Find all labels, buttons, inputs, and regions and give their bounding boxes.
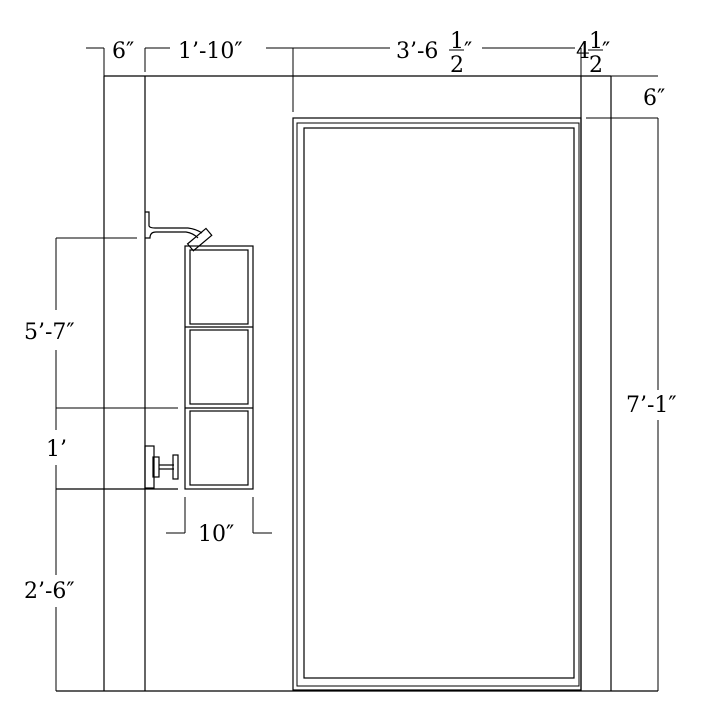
wall-outline xyxy=(56,75,658,692)
dim-left-panel: 1’-10″ xyxy=(178,39,243,64)
dimension-labels: 6″ 1’-10″ 3’-6 1 2 ″ 4 1 2 ″ 6″ 7’-1″ 5’… xyxy=(24,29,677,604)
dim-right-frac-den: 2 xyxy=(589,53,603,78)
dim-opening-frac-num: 1 xyxy=(450,29,464,54)
dim-right-unit: ″ xyxy=(602,39,610,64)
dim-opening-frac-den: 2 xyxy=(450,53,464,78)
shelf-niche xyxy=(184,245,254,490)
dim-right-jamb: 4 xyxy=(576,39,590,64)
dim-valve-height: 2’-6″ xyxy=(24,579,75,604)
right-dimension-lines xyxy=(586,117,659,691)
dim-header: 6″ xyxy=(643,86,665,111)
dim-left-jamb: 6″ xyxy=(112,39,134,64)
door-panel xyxy=(292,117,582,691)
dim-valve-offset: 1’ xyxy=(46,437,67,462)
valve-icon xyxy=(144,445,179,489)
dim-opening-main: 3’-6 xyxy=(396,39,438,64)
dim-overall-height: 7’-1″ xyxy=(626,393,677,418)
top-dimension-lines xyxy=(86,47,658,112)
dim-opening-unit: ″ xyxy=(464,39,472,64)
dim-shower-head-height: 5’-7″ xyxy=(24,320,75,345)
left-dimension-lines xyxy=(55,237,178,691)
dim-right-frac-num: 1 xyxy=(589,29,603,54)
dim-niche-width: 10″ xyxy=(198,522,234,547)
shower-head-icon xyxy=(145,211,213,252)
bottom-dimension-lines xyxy=(166,497,272,534)
